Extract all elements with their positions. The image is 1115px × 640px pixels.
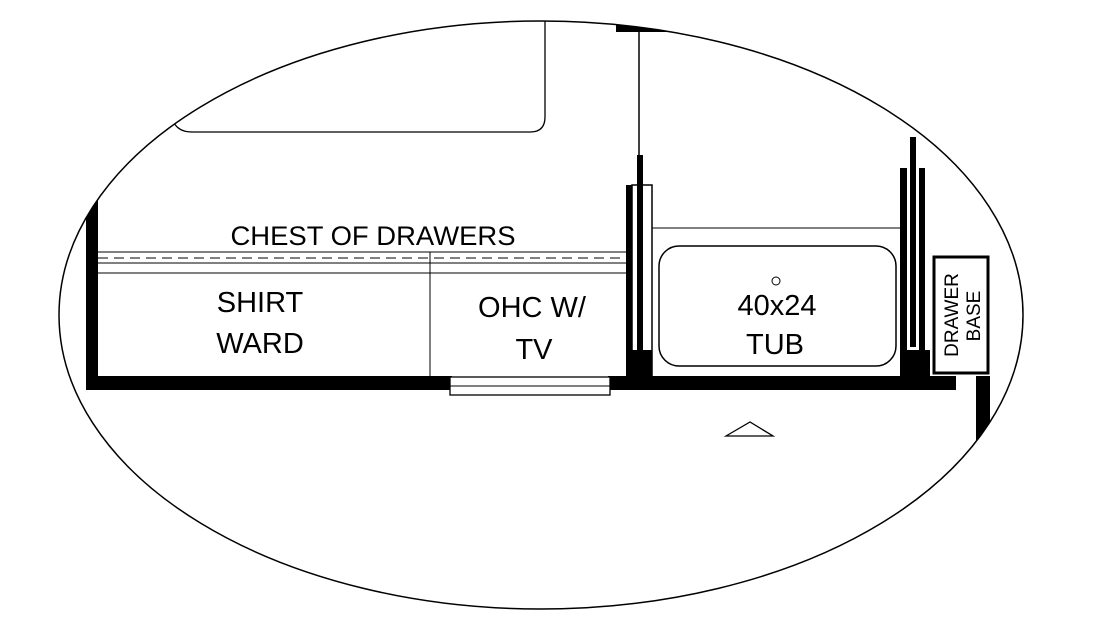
label-tub-size: 40x24 (737, 290, 816, 322)
upper-counter-outline (171, 21, 546, 133)
label-ohc-line2: TV (515, 334, 553, 366)
tub-left-post-base (626, 350, 652, 380)
right-wall-stub (944, 376, 954, 390)
tub-right-post-base (900, 350, 930, 380)
tub-right-post-inner (910, 137, 916, 347)
tub-outline (658, 245, 897, 367)
label-shirt-ward-line1: SHIRT (217, 287, 304, 319)
drawer-base-cabinet (932, 255, 990, 375)
bottom-wall-left (86, 376, 452, 390)
label-ohc-line1: OHC W/ (478, 292, 587, 324)
detail-callout-ellipse (58, 20, 1024, 610)
label-shirt-ward-line2: WARD (216, 328, 304, 360)
label-drawer-base-line1: DRAWER (942, 273, 963, 357)
label-drawer-base-line2: BASE (964, 291, 985, 342)
tub-drain (771, 276, 781, 286)
tub-right-post-far (919, 168, 925, 376)
left-wall (86, 190, 98, 390)
label-chest-of-drawers: CHEST OF DRAWERS (231, 221, 516, 251)
tub-right-post-outer (900, 168, 907, 376)
label-tub: TUB (746, 329, 804, 361)
bottom-wall-right (608, 376, 956, 390)
tub-left-post-outer (626, 185, 632, 376)
elevation-marker-triangle (723, 421, 776, 437)
tub-left-post-inner (637, 155, 643, 350)
